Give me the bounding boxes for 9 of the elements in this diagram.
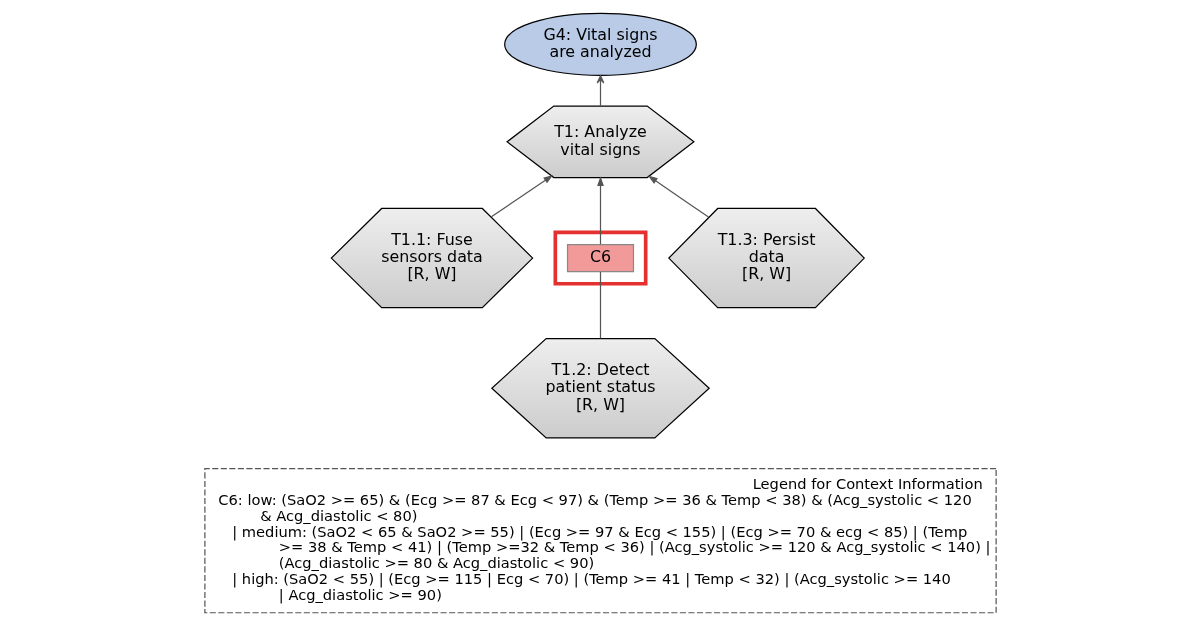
node-ellipse: G4: Vital signs are analyzed [503, 12, 697, 76]
node-box: C6 [566, 244, 634, 273]
node-box: Legend for Context Information C6: low: (SaO2 >= 65) & (Ecg >= 87 & Ecg < 97) & (Temp >= 36 & Temp < 38) & (Acg_systolic < 120 & Acg_diastolic < 80) | medium: (SaO2 < 65 & SaO2 >= 55) | (Ecg >= 97 & Ecg < 155) | (Ecg >= 70 & ecg < 85) | (Temp >= 38 & Temp < 41) | (Temp >=32 & Temp < 36) | (Acg_systolic >= 120 & Acg_systolic < 140) | (Acg_diastolic >= 80 & Acg_diastolic < 90) | high: (SaO2 < 55) | (Ecg >= 115 | Ecg < 70) | (Temp >= 41 | Temp < 32) | (Acg_systolic >= 140 | Acg_diastolic >= 90) [203, 468, 997, 614]
cluster [553, 230, 647, 286]
arrow [596, 176, 604, 245]
arrow [647, 175, 709, 218]
arrow [596, 75, 604, 107]
arrow [490, 175, 553, 218]
connector [599, 271, 601, 340]
